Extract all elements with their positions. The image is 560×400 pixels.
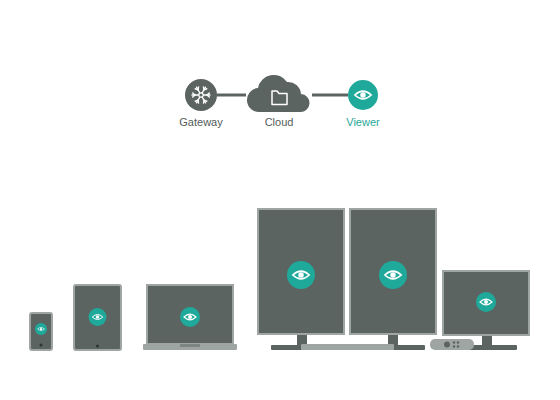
connector-line bbox=[312, 94, 348, 97]
gateway-node: Gateway bbox=[185, 79, 217, 111]
viewer-node: Viewer bbox=[348, 80, 378, 110]
cloud-icon bbox=[246, 72, 312, 118]
set-top-box bbox=[430, 339, 474, 350]
connector-line bbox=[217, 94, 246, 97]
monitor bbox=[350, 209, 436, 350]
node-label: Viewer bbox=[346, 116, 379, 129]
tablet bbox=[74, 285, 121, 350]
node-label: Cloud bbox=[265, 116, 294, 129]
cloud-node: Cloud bbox=[246, 72, 312, 118]
tv bbox=[443, 271, 529, 350]
phone bbox=[30, 313, 52, 350]
node-label: Gateway bbox=[179, 116, 222, 129]
monitor bbox=[258, 209, 344, 350]
keyboard bbox=[301, 344, 394, 350]
viewer-icon bbox=[348, 80, 378, 110]
gateway-icon bbox=[185, 79, 217, 111]
laptop bbox=[143, 285, 237, 350]
